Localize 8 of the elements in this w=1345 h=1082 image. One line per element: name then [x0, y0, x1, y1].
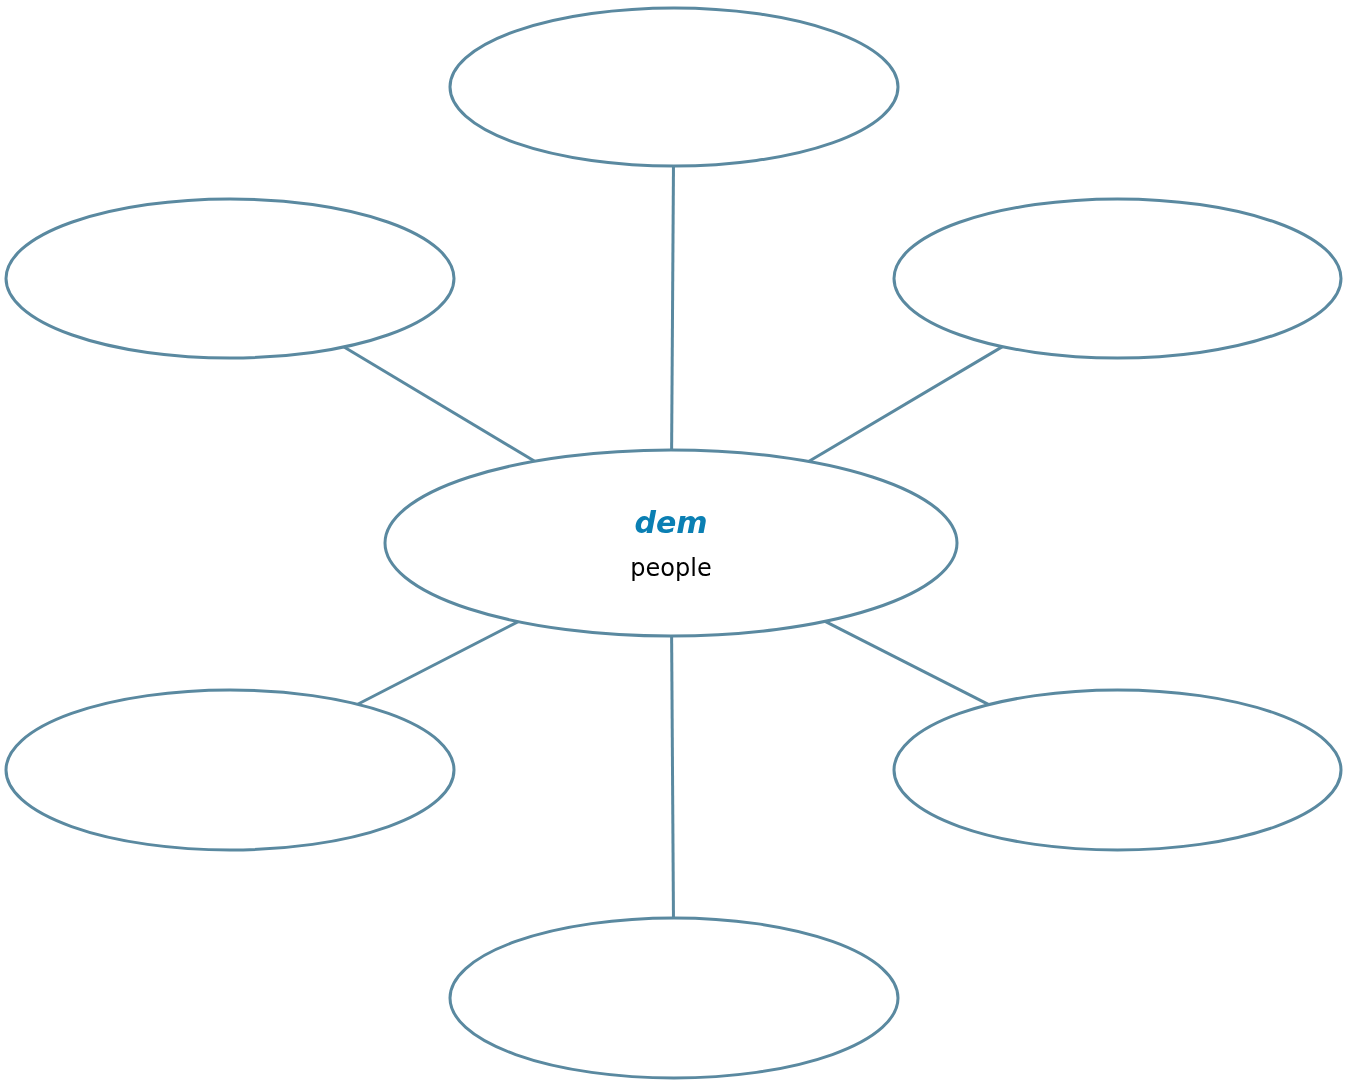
connector-line [824, 620, 990, 706]
meaning-text: people [630, 553, 712, 582]
connector-line [343, 345, 536, 463]
connector-line [357, 620, 519, 706]
connector-line [670, 166, 675, 450]
connector-line [807, 345, 1004, 463]
connector-line [670, 636, 675, 918]
term-word: dem [634, 504, 708, 540]
